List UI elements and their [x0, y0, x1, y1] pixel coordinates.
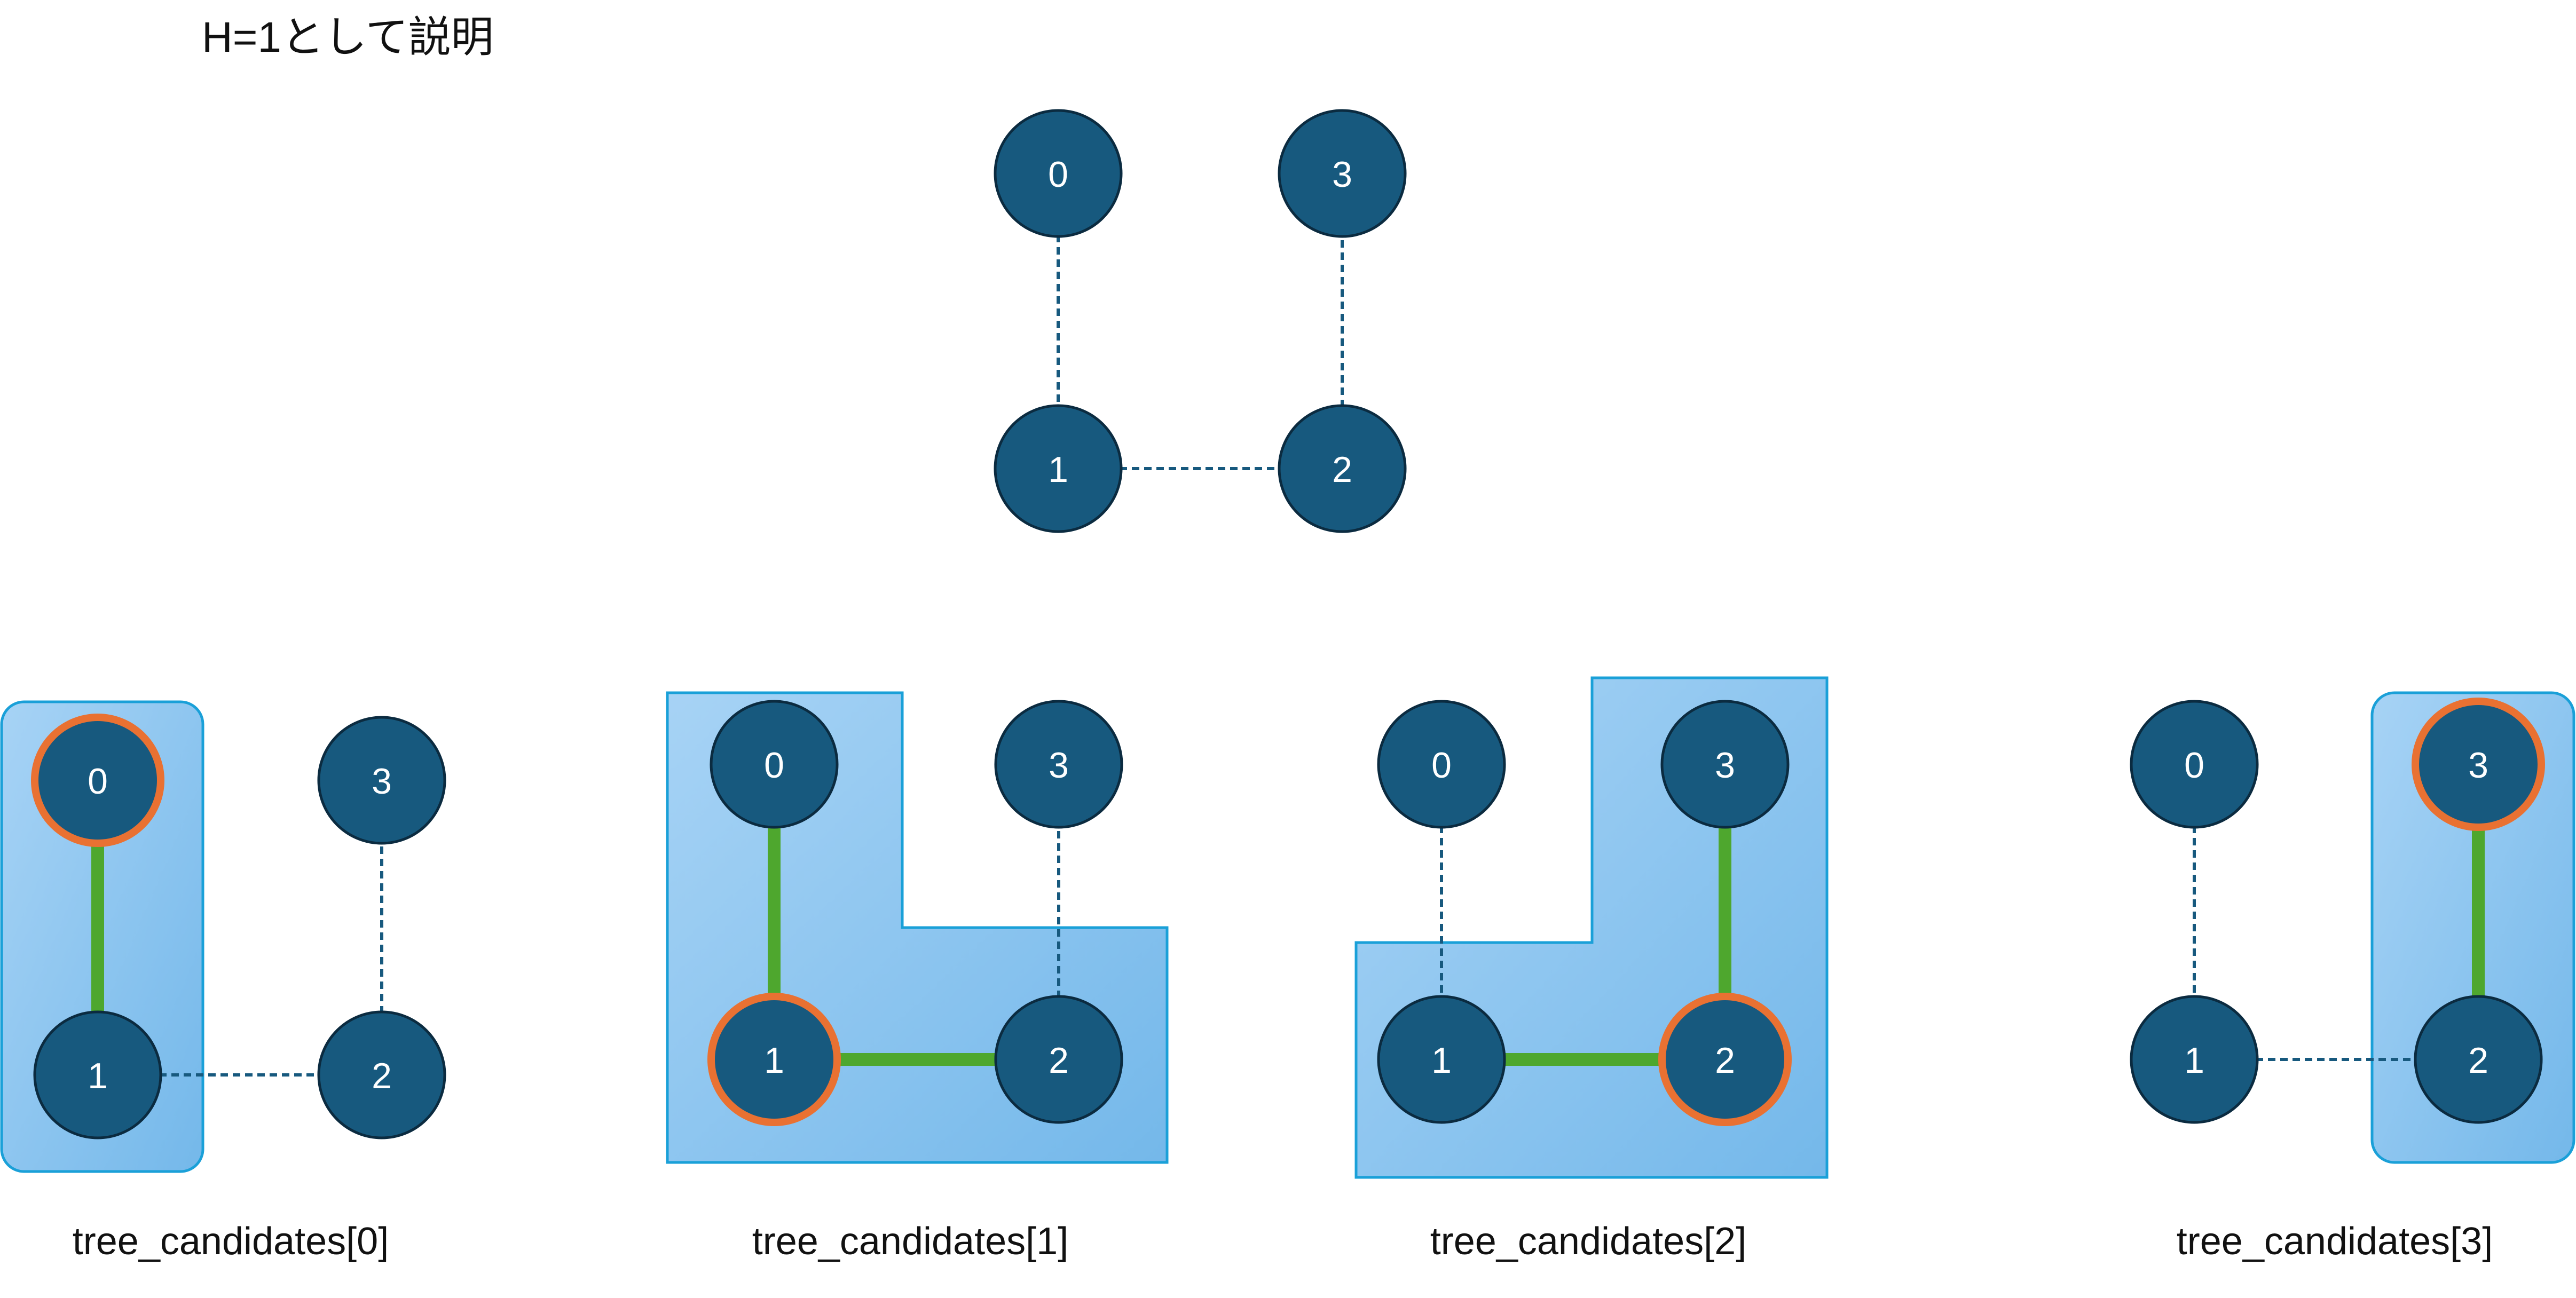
graph-node-0: 0 [31, 714, 164, 847]
graph-node-1: 1 [1377, 995, 1506, 1124]
node-label: 0 [1048, 154, 1068, 195]
node-label: 2 [372, 1056, 392, 1096]
node-circle [1278, 404, 1407, 533]
node-circle [2414, 995, 2543, 1124]
node-circle [317, 716, 446, 845]
node-circle [2130, 700, 2259, 829]
node-label: 0 [1431, 745, 1452, 786]
node-label: 1 [88, 1056, 108, 1096]
graph-node-1: 1 [33, 1010, 162, 1139]
tree-candidate-panel-2: 0 1 2 3 tree_candidates[2] [1354, 676, 1829, 1263]
node-label: 0 [764, 745, 784, 786]
root-node-circle [1658, 993, 1792, 1126]
graph-node-3: 3 [2412, 698, 2545, 831]
node-circle [994, 404, 1123, 533]
graph-node-0: 0 [994, 109, 1123, 238]
node-label: 3 [1715, 745, 1735, 786]
node-label: 0 [2184, 745, 2204, 786]
panel-caption: tree_candidates[2] [1430, 1220, 1746, 1263]
node-label: 2 [2468, 1040, 2488, 1081]
top-graph: 0 1 2 3 [994, 109, 1407, 533]
node-circle [994, 995, 1123, 1124]
node-label: 0 [88, 761, 108, 802]
node-circle [1377, 700, 1506, 829]
node-circle [1660, 700, 1790, 829]
panel-caption: tree_candidates[0] [73, 1220, 389, 1263]
node-label: 1 [764, 1040, 784, 1081]
node-label: 3 [372, 761, 392, 802]
node-label: 1 [2184, 1040, 2204, 1081]
graph-node-1: 1 [707, 993, 841, 1126]
node-label: 1 [1048, 449, 1068, 490]
page-title: H=1として説明 [202, 13, 494, 61]
panel-caption: tree_candidates[1] [752, 1220, 1068, 1263]
node-circle [2130, 995, 2259, 1124]
graph-node-3: 3 [1278, 109, 1407, 238]
tree-candidate-panel-3: 0 1 2 3 tree_candidates[3] [2130, 691, 2575, 1263]
graph-node-3: 3 [1660, 700, 1790, 829]
node-circle [994, 109, 1123, 238]
graph-node-0: 0 [2130, 700, 2259, 829]
node-label: 3 [1049, 745, 1069, 786]
node-label: 3 [1332, 154, 1352, 195]
graph-node-2: 2 [1278, 404, 1407, 533]
graph-node-1: 1 [2130, 995, 2259, 1124]
graph-node-2: 2 [317, 1010, 446, 1139]
node-label: 3 [2468, 745, 2488, 786]
node-circle [710, 700, 839, 829]
graph-node-0: 0 [1377, 700, 1506, 829]
tree-candidate-panel-0: 0 1 2 3 tree_candidates[0] [0, 700, 446, 1263]
node-label: 2 [1049, 1040, 1069, 1081]
node-label: 2 [1332, 449, 1352, 490]
node-circle [33, 1010, 162, 1139]
root-node-circle [2412, 698, 2545, 831]
root-node-circle [31, 714, 164, 847]
node-circle [1377, 995, 1506, 1124]
root-node-circle [707, 993, 841, 1126]
graph-node-2: 2 [1658, 993, 1792, 1126]
graph-node-3: 3 [317, 716, 446, 845]
graph-node-0: 0 [710, 700, 839, 829]
node-circle [1278, 109, 1407, 238]
node-circle [317, 1010, 446, 1139]
node-circle [994, 700, 1123, 829]
graph-node-2: 2 [994, 995, 1123, 1124]
node-label: 2 [1715, 1040, 1735, 1081]
node-label: 1 [1431, 1040, 1452, 1081]
graph-node-3: 3 [994, 700, 1123, 829]
panel-caption: tree_candidates[3] [2177, 1220, 2493, 1263]
graph-node-1: 1 [994, 404, 1123, 533]
graph-node-2: 2 [2414, 995, 2543, 1124]
tree-candidate-panel-1: 0 1 2 3 tree_candidates[1] [666, 691, 1169, 1263]
